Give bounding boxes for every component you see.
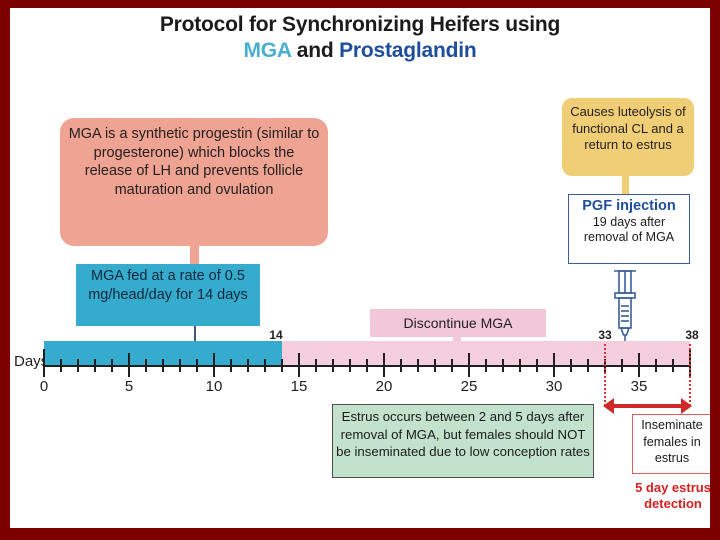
callout-pgf-injection-heading: PGF injection xyxy=(582,198,676,214)
timeline-tick-label-25: 25 xyxy=(460,378,478,395)
highlight-guide-day-38 xyxy=(689,344,691,406)
timeline-tick-day-11 xyxy=(230,359,232,372)
callout-mga-feeding-connector xyxy=(194,326,196,354)
callout-pgf-injection: PGF injection 19 days after removal of M… xyxy=(568,194,690,264)
slide-canvas: Protocol for Synchronizing Heifers using… xyxy=(10,8,710,528)
timeline-tick-day-1 xyxy=(60,359,62,372)
timeline-tick-day-9 xyxy=(196,359,198,372)
callout-estrus-note-text: Estrus occurs between 2 and 5 days after… xyxy=(336,409,590,459)
title-and-word: and xyxy=(291,39,340,62)
timeline-marker-day-38: 38 xyxy=(685,328,699,342)
syringe-icon xyxy=(610,266,640,352)
callout-estrus-note: Estrus occurs between 2 and 5 days after… xyxy=(332,404,594,478)
timeline-tick-day-29 xyxy=(536,359,538,372)
callout-mga-feeding-text: MGA fed at a rate of 0.5 mg/head/day for… xyxy=(88,268,248,303)
timeline-tick-day-14 xyxy=(281,359,283,372)
title-mga-word: MGA xyxy=(243,39,292,62)
highlight-guide-day-33 xyxy=(604,344,606,406)
timeline-tick-day-15 xyxy=(298,353,300,377)
timeline-tick-day-32 xyxy=(587,359,589,372)
timeline-tick-day-24 xyxy=(451,359,453,372)
timeline-tick-day-31 xyxy=(570,359,572,372)
timeline-tick-day-28 xyxy=(519,359,521,372)
timeline-tick-day-30 xyxy=(553,353,555,377)
timeline-tick-day-17 xyxy=(332,359,334,372)
callout-discontinue-mga-text: Discontinue MGA xyxy=(403,315,513,331)
timeline-tick-day-8 xyxy=(179,359,181,372)
timeline-tick-day-3 xyxy=(94,359,96,372)
label-estrus-detection: 5 day estrus detection xyxy=(635,480,710,511)
timeline-tick-day-23 xyxy=(434,359,436,372)
timeline-tick-label-10: 10 xyxy=(205,378,223,395)
timeline-tick-day-13 xyxy=(264,359,266,372)
timeline-tick-day-35 xyxy=(638,353,640,377)
title-prostaglandin-word: Prostaglandin xyxy=(339,39,477,62)
timeline-tick-label-35: 35 xyxy=(630,378,648,395)
timeline-tick-day-10 xyxy=(213,353,215,377)
callout-mga-description-text: MGA is a synthetic progestin (similar to… xyxy=(68,126,320,198)
timeline-tick-label-20: 20 xyxy=(375,378,393,395)
timeline-tick-day-6 xyxy=(145,359,147,372)
highlight-arrow-line xyxy=(613,404,682,408)
page-title: Protocol for Synchronizing Heifers using… xyxy=(10,12,710,64)
timeline-tick-day-18 xyxy=(349,359,351,372)
callout-mga-description-tail xyxy=(190,244,199,266)
timeline-tick-day-20 xyxy=(383,353,385,377)
timeline-tick-day-7 xyxy=(162,359,164,372)
timeline-tick-day-25 xyxy=(468,353,470,377)
callout-inseminate-text: Inseminate females in estrus xyxy=(641,418,703,465)
timeline-tick-label-5: 5 xyxy=(124,378,134,395)
timeline-tick-day-16 xyxy=(315,359,317,372)
callout-pgf-effect-text: Causes luteolysis of functional CL and a… xyxy=(570,104,686,152)
callout-discontinue-mga: Discontinue MGA xyxy=(370,309,546,337)
timeline-marker-day-14: 14 xyxy=(269,328,283,342)
callout-pgf-effect-tail xyxy=(622,174,629,196)
timeline-tick-day-12 xyxy=(247,359,249,372)
timeline-axis-label: Days xyxy=(14,353,49,370)
timeline-tick-day-36 xyxy=(655,359,657,372)
title-line-2: MGA and Prostaglandin xyxy=(10,38,710,64)
timeline-tick-day-19 xyxy=(366,359,368,372)
timeline-tick-day-4 xyxy=(111,359,113,372)
callout-inseminate: Inseminate females in estrus xyxy=(632,414,710,474)
timeline-tick-day-34 xyxy=(621,359,623,372)
callout-pgf-injection-subtext: 19 days after removal of MGA xyxy=(583,215,675,244)
callout-pgf-effect: Causes luteolysis of functional CL and a… xyxy=(562,98,694,176)
highlight-arrow-head-left xyxy=(603,398,614,414)
title-line-1: Protocol for Synchronizing Heifers using xyxy=(159,13,561,36)
timeline-tick-day-2 xyxy=(77,359,79,372)
timeline-tick-day-26 xyxy=(485,359,487,372)
timeline-tick-day-5 xyxy=(128,353,130,377)
timeline-tick-day-27 xyxy=(502,359,504,372)
timeline-tick-label-15: 15 xyxy=(290,378,308,395)
callout-mga-description: MGA is a synthetic progestin (similar to… xyxy=(60,118,328,246)
callout-mga-feeding: MGA fed at a rate of 0.5 mg/head/day for… xyxy=(76,264,260,326)
timeline-tick-day-0 xyxy=(43,349,45,377)
timeline-tick-label-0: 0 xyxy=(39,378,49,395)
highlight-arrow-head-right xyxy=(681,398,692,414)
timeline: Days 0 5 10 15 20 25 30 35 14 33 38 xyxy=(10,8,710,528)
timeline-tick-label-30: 30 xyxy=(545,378,563,395)
timeline-tick-day-21 xyxy=(400,359,402,372)
timeline-tick-day-22 xyxy=(417,359,419,372)
timeline-marker-day-33: 33 xyxy=(598,328,612,342)
timeline-tick-day-37 xyxy=(672,359,674,372)
